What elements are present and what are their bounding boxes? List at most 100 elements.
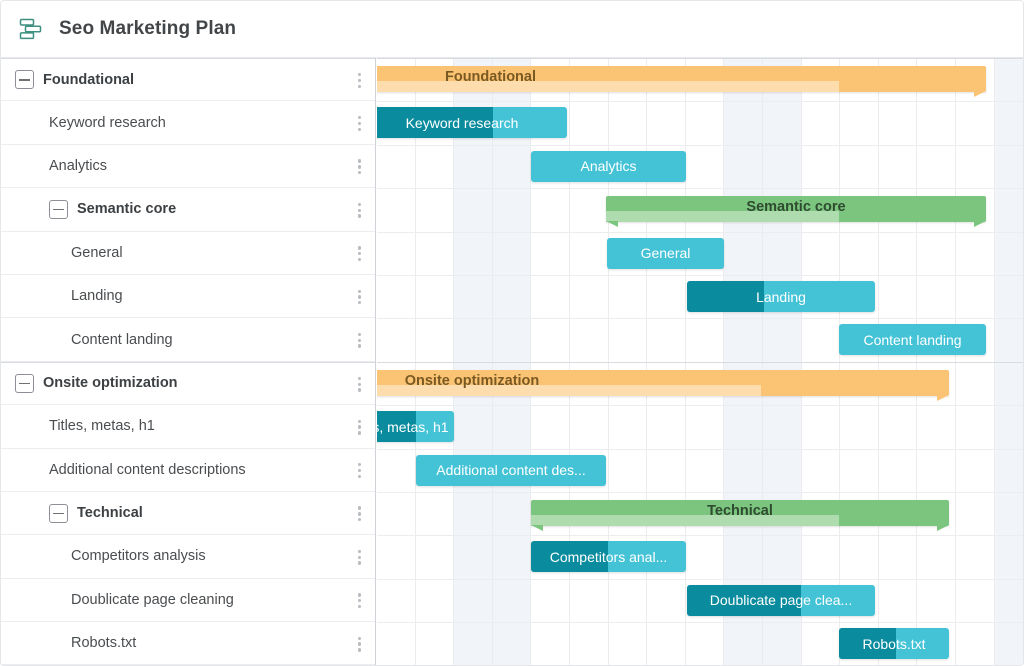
timeline-row-line bbox=[377, 578, 1023, 580]
tree-row[interactable]: Keyword research bbox=[1, 101, 375, 145]
app-header: Seo Marketing Plan bbox=[1, 1, 1023, 58]
timeline-column bbox=[416, 58, 455, 665]
gantt-task-bar[interactable]: Robots.txt bbox=[839, 628, 949, 660]
task-bar-label: Landing bbox=[756, 288, 806, 305]
row-menu-icon[interactable] bbox=[358, 114, 362, 132]
tree-row[interactable]: Titles, metas, h1 bbox=[1, 405, 375, 449]
timeline-column bbox=[570, 58, 609, 665]
gantt-summary-bar[interactable]: Technical bbox=[531, 500, 949, 531]
tree-row-label: Foundational bbox=[43, 71, 135, 88]
tree-row-label: Competitors analysis bbox=[71, 548, 206, 565]
tree-row-label: Doublicate page cleaning bbox=[71, 591, 234, 608]
row-menu-icon[interactable] bbox=[358, 157, 362, 175]
gantt-task-bar[interactable]: Additional content des... bbox=[416, 454, 606, 486]
tree-row[interactable]: Foundational bbox=[1, 58, 375, 102]
timeline-column bbox=[956, 58, 995, 665]
task-bar-label: General bbox=[640, 245, 691, 262]
timeline-column bbox=[686, 58, 725, 665]
timeline-column bbox=[840, 58, 879, 665]
row-menu-icon[interactable] bbox=[358, 200, 362, 218]
tree-row-label: Onsite optimization bbox=[43, 375, 178, 392]
collapse-toggle-icon[interactable] bbox=[49, 503, 68, 523]
summary-bar-progress bbox=[606, 211, 839, 223]
summary-bar-progress bbox=[377, 81, 839, 92]
tree-row-label: Semantic core bbox=[77, 201, 177, 218]
task-bar-label: Keyword research bbox=[405, 114, 519, 131]
gantt-task-bar[interactable]: Doublicate page clea... bbox=[687, 584, 875, 616]
row-menu-icon[interactable] bbox=[358, 504, 362, 522]
gantt-summary-bar[interactable]: Onsite optimization bbox=[377, 369, 949, 401]
tree-row[interactable]: General bbox=[1, 231, 375, 275]
row-menu-icon[interactable] bbox=[358, 244, 362, 262]
task-bar-progress bbox=[531, 541, 608, 573]
gantt-task-bar[interactable]: Analytics bbox=[531, 150, 686, 182]
summary-bar-left-tail-icon bbox=[531, 525, 543, 531]
gantt-task-bar[interactable]: Content landing bbox=[839, 324, 986, 356]
gantt-task-bar[interactable]: General bbox=[607, 237, 724, 269]
gantt-task-bar[interactable]: Competitors anal... bbox=[531, 541, 686, 573]
row-menu-icon[interactable] bbox=[358, 287, 362, 305]
tree-row[interactable]: Robots.txt bbox=[1, 622, 375, 665]
tree-row[interactable]: Semantic core bbox=[1, 188, 375, 232]
summary-bar-label: Semantic core bbox=[746, 199, 846, 216]
tree-row[interactable]: Landing bbox=[1, 274, 375, 319]
timeline-weekend-column bbox=[763, 58, 802, 665]
tree-row[interactable]: Technical bbox=[1, 491, 375, 536]
summary-bar-right-tail-icon bbox=[937, 525, 949, 531]
task-bar-label: Titles, metas, h1 bbox=[377, 418, 449, 435]
timeline-row-line bbox=[377, 492, 1023, 493]
collapse-toggle-icon[interactable] bbox=[15, 373, 34, 393]
row-menu-icon[interactable] bbox=[358, 374, 362, 392]
page-title: Seo Marketing Plan bbox=[59, 18, 237, 39]
gantt-task-bar[interactable]: Landing bbox=[687, 281, 875, 312]
gantt-summary-bar[interactable]: Foundational bbox=[377, 66, 986, 97]
summary-bar-right-tail-icon bbox=[937, 394, 949, 401]
timeline-row-lines bbox=[377, 58, 1023, 665]
tree-row[interactable]: Doublicate page cleaning bbox=[1, 578, 375, 623]
row-menu-icon[interactable] bbox=[358, 634, 362, 652]
tree-row-label: Keyword research bbox=[49, 114, 166, 131]
tree-row[interactable]: Competitors analysis bbox=[1, 535, 375, 579]
tree-row-label: Analytics bbox=[49, 157, 108, 174]
task-bar-progress bbox=[377, 107, 493, 139]
row-menu-icon[interactable] bbox=[358, 461, 362, 479]
timeline-row-line bbox=[377, 361, 1023, 363]
tree-row[interactable]: Content landing bbox=[1, 318, 375, 362]
timeline-column bbox=[802, 58, 841, 665]
row-menu-icon[interactable] bbox=[358, 331, 362, 349]
row-menu-icon[interactable] bbox=[358, 591, 362, 609]
timeline-row-line bbox=[377, 58, 1023, 59]
row-menu-icon[interactable] bbox=[358, 547, 362, 565]
gantt-chart-icon bbox=[17, 15, 45, 43]
gantt-summary-bar[interactable]: Semantic core bbox=[606, 196, 986, 228]
summary-bar-right-tail-icon bbox=[974, 221, 986, 228]
task-bar-label: Robots.txt bbox=[862, 635, 926, 652]
collapse-toggle-icon[interactable] bbox=[15, 70, 34, 90]
tree-row[interactable]: Additional content descriptions bbox=[1, 448, 375, 492]
row-menu-icon[interactable] bbox=[358, 71, 362, 89]
summary-bar-progress bbox=[377, 384, 761, 396]
timeline-column bbox=[609, 58, 648, 665]
task-bar-label: Competitors anal... bbox=[549, 548, 668, 565]
timeline-weekend-column bbox=[994, 58, 1023, 665]
task-bar-progress bbox=[377, 411, 416, 443]
gantt-task-bar[interactable]: Titles, metas, h1 bbox=[377, 411, 454, 443]
tree-row[interactable]: Onsite optimization bbox=[1, 361, 375, 406]
tree-row-label: Content landing bbox=[71, 331, 173, 348]
task-bar-progress bbox=[687, 281, 764, 312]
gantt-task-bar[interactable]: Keyword research bbox=[377, 107, 567, 139]
collapse-toggle-icon[interactable] bbox=[49, 199, 68, 219]
timeline-column bbox=[647, 58, 686, 665]
tree-row[interactable]: Analytics bbox=[1, 144, 375, 189]
timeline-row-line bbox=[377, 144, 1023, 146]
tree-row-label: Landing bbox=[71, 288, 123, 305]
row-menu-icon[interactable] bbox=[358, 417, 362, 435]
tree-row-label: Additional content descriptions bbox=[49, 461, 246, 478]
timeline-column-grid bbox=[377, 58, 1023, 665]
timeline-row-line bbox=[377, 405, 1023, 407]
